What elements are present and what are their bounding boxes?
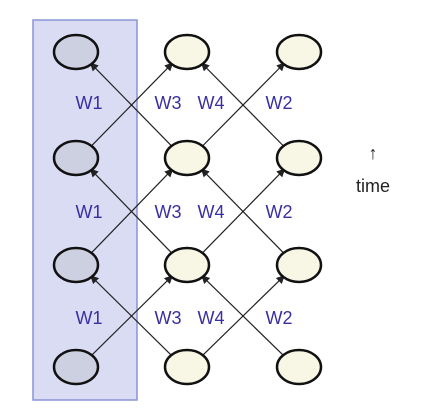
weight-label: W2 <box>266 308 293 328</box>
edge-arrow <box>89 168 174 255</box>
node-col1-row0 <box>163 348 211 386</box>
nodes-group <box>52 33 323 386</box>
weight-label: W3 <box>155 93 182 113</box>
weight-label: W1 <box>76 93 103 113</box>
edge-arrow <box>200 168 285 255</box>
edge-arrow <box>200 62 285 148</box>
node-col1-row3 <box>163 33 211 71</box>
edges-group <box>89 62 286 357</box>
node-col2-row2 <box>275 139 323 177</box>
edge-arrow <box>90 275 173 357</box>
weight-label: W1 <box>76 308 103 328</box>
node-col0-row0 <box>52 348 100 386</box>
time-arrow-icon: ↑ <box>369 143 378 163</box>
weight-label: W3 <box>155 202 182 222</box>
weight-label: W4 <box>198 202 225 222</box>
weight-label: W1 <box>76 202 103 222</box>
node-col2-row1 <box>275 246 323 284</box>
node-col1-row2 <box>163 139 211 177</box>
node-col2-row0 <box>275 348 323 386</box>
node-col0-row2 <box>52 139 100 177</box>
weight-label: W4 <box>198 308 225 328</box>
weight-label: W3 <box>155 308 182 328</box>
edge-arrow <box>89 62 173 148</box>
weight-label: W2 <box>266 202 293 222</box>
node-col0-row3 <box>52 33 100 71</box>
weight-label: W4 <box>198 93 225 113</box>
node-col1-row1 <box>163 246 211 284</box>
node-col2-row3 <box>275 33 323 71</box>
time-label: time <box>356 176 390 196</box>
node-col0-row1 <box>52 246 100 284</box>
weight-label: W2 <box>266 93 293 113</box>
edge-arrow <box>201 275 285 357</box>
highlight-column <box>32 19 138 401</box>
